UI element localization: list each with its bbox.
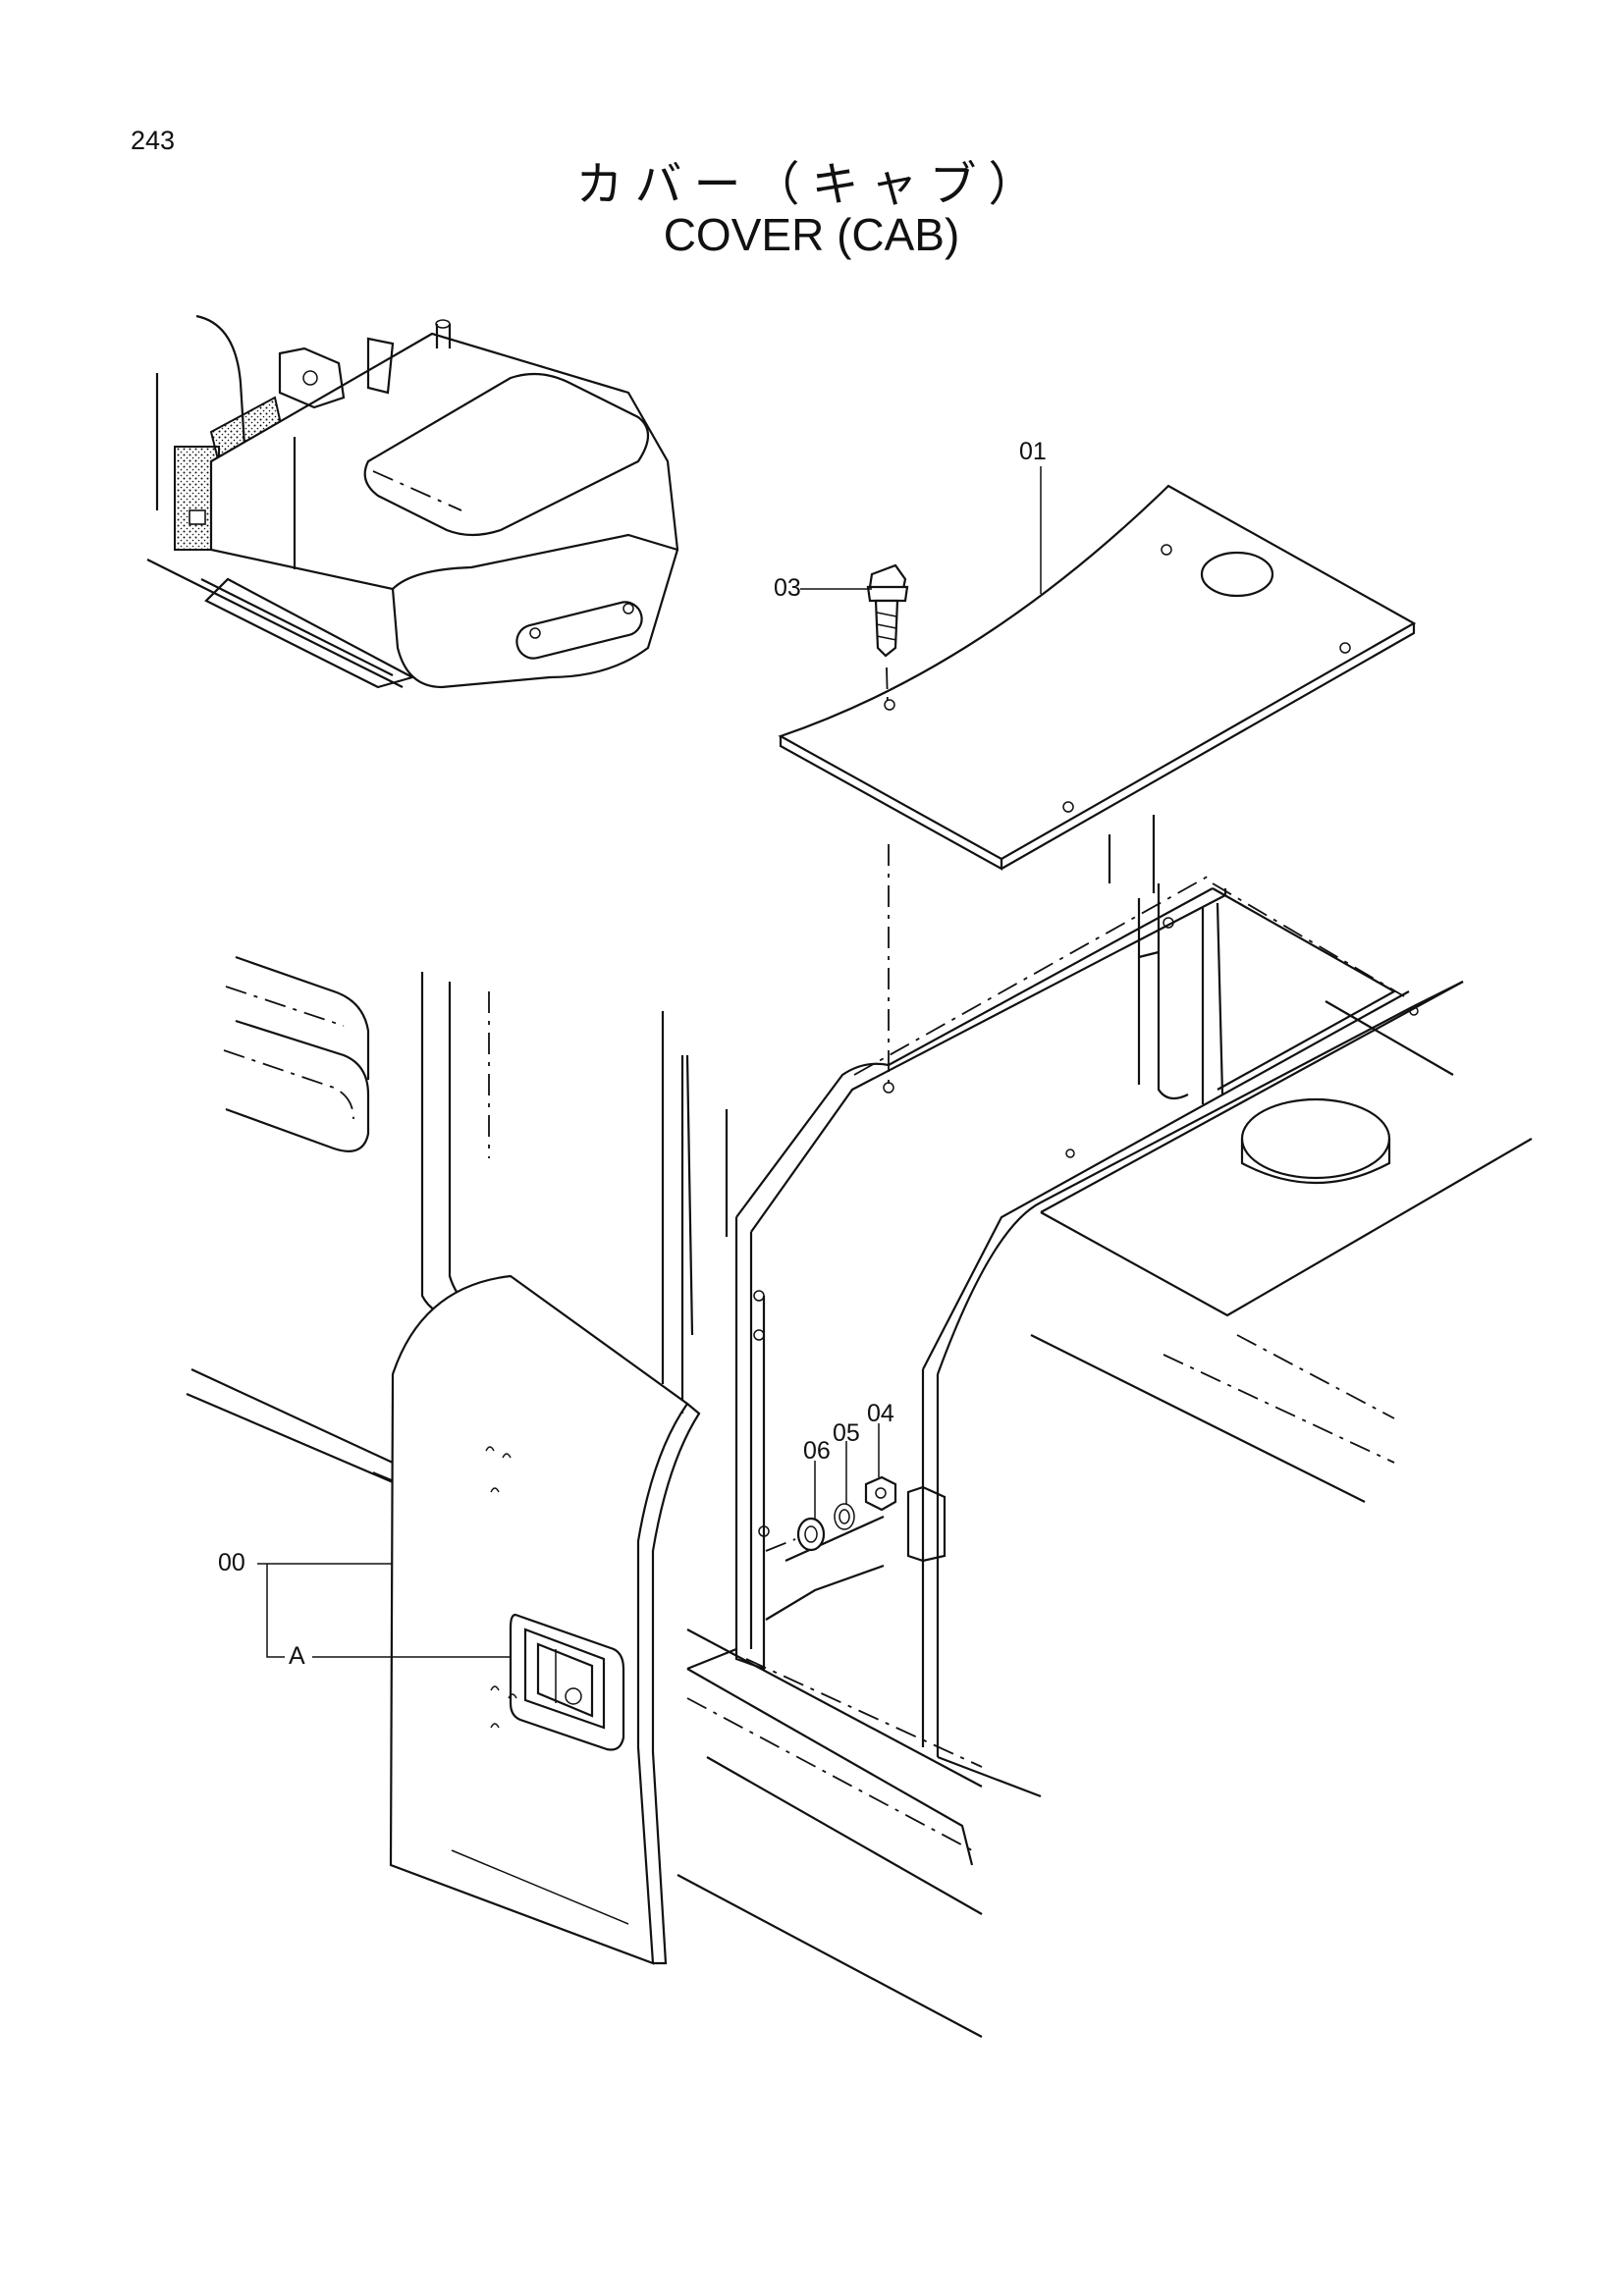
page-title-japanese: カバー（キャブ）: [575, 157, 1048, 212]
page-number: 243: [131, 126, 176, 155]
callout-03: 03: [774, 574, 801, 602]
callout-04: 04: [867, 1400, 894, 1427]
part-03-bolt: [866, 563, 909, 706]
inset-machine-overview: [146, 314, 679, 689]
callout-00: 00: [218, 1549, 245, 1576]
callout-06: 06: [803, 1437, 831, 1465]
callout-05: 05: [833, 1419, 860, 1447]
callout-01: 01: [1019, 438, 1047, 465]
part-00-side-cover-panel: [389, 1274, 701, 1965]
cab-frame-structure: [676, 815, 1533, 2038]
part-01-top-cover-plate: [778, 484, 1417, 871]
parts-04-05-06-fasteners: [765, 1475, 897, 1552]
callout-leaders: [257, 466, 1042, 1658]
callout-a: A: [289, 1642, 305, 1670]
page-title-english: COVER (CAB): [663, 209, 960, 260]
